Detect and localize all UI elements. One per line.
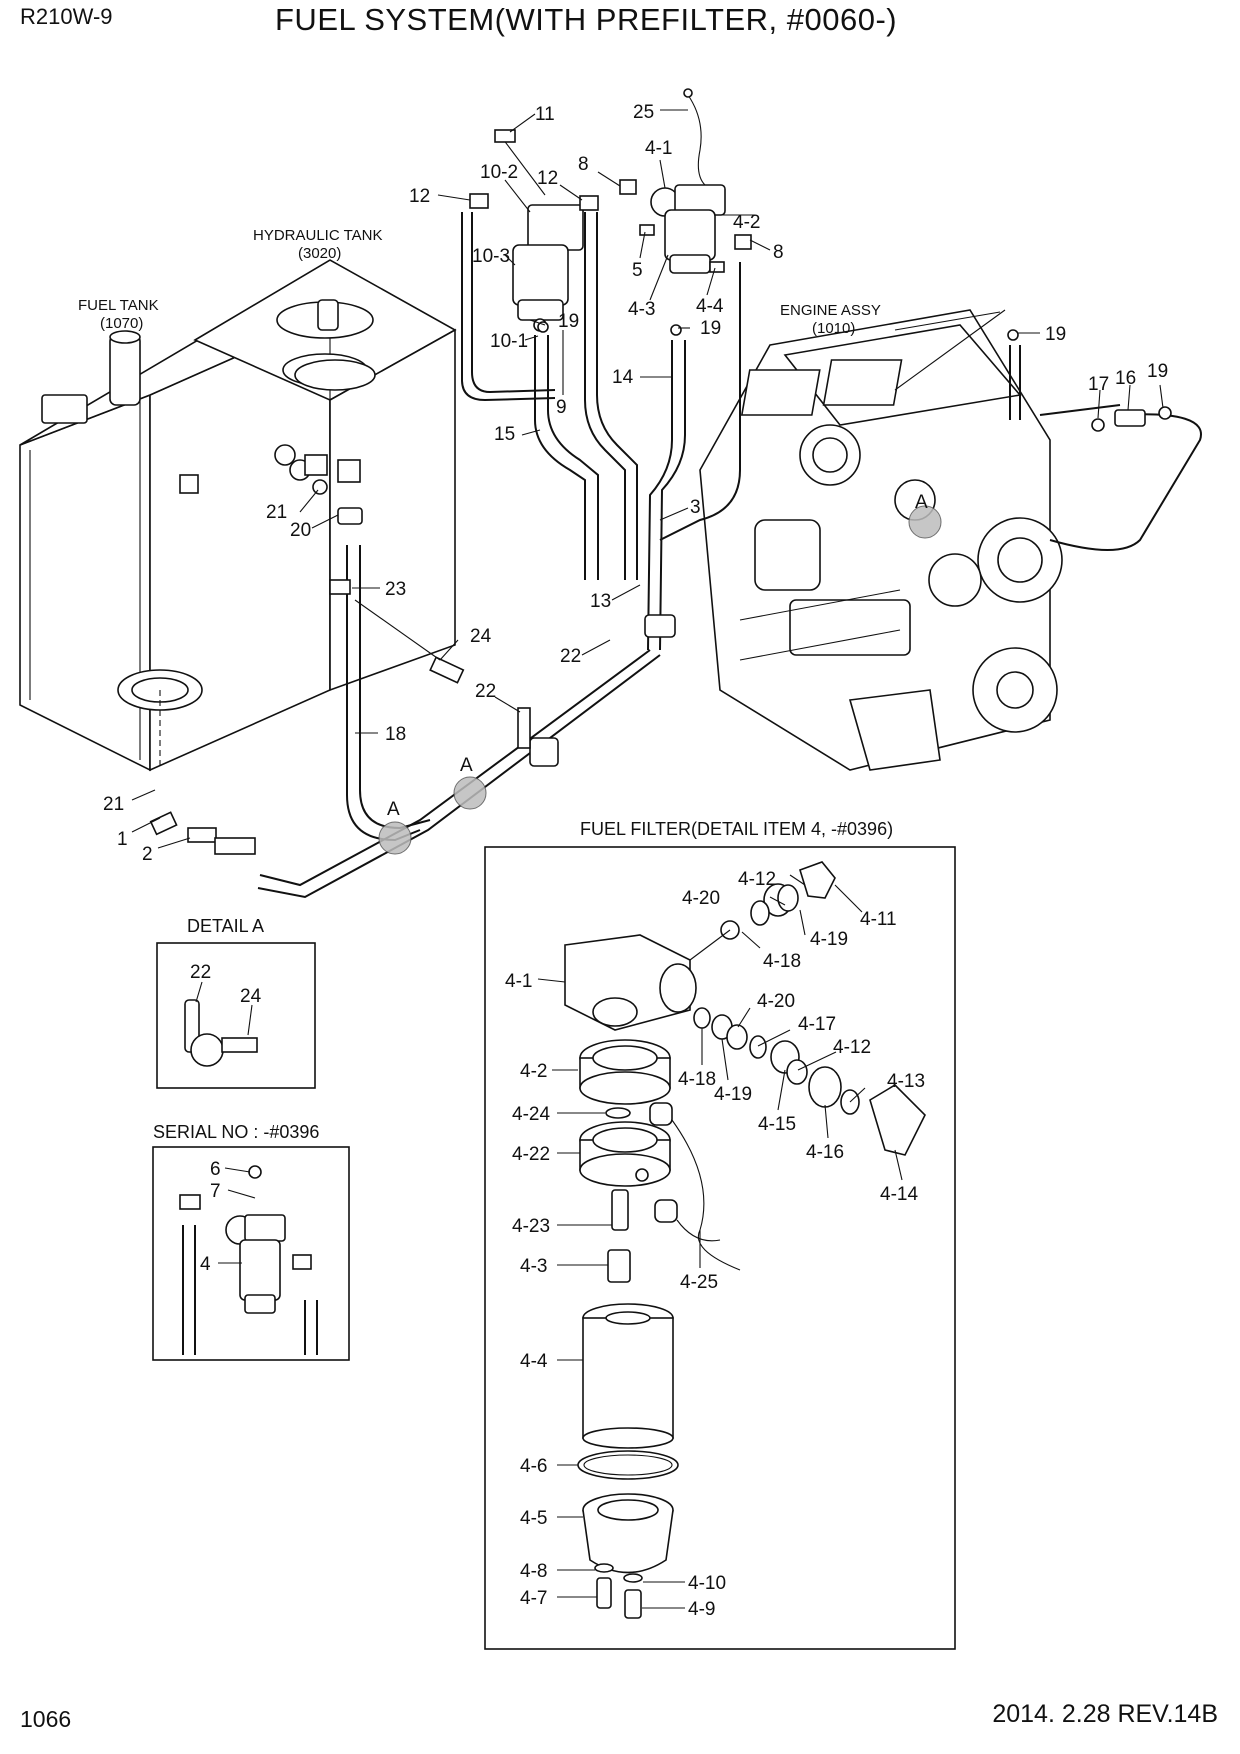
callout: 4: [200, 1254, 211, 1275]
callout: 4-18: [678, 1069, 716, 1090]
callout: 4-4: [696, 296, 724, 317]
callout: 4-4: [520, 1351, 548, 1372]
callout: 4-14: [880, 1184, 918, 1205]
callout: 4-24: [512, 1104, 550, 1125]
callout: 4-2: [520, 1061, 547, 1082]
fuel-tank-number: (1070): [100, 315, 143, 332]
callout: 24: [240, 986, 262, 1007]
callout: 25: [633, 102, 654, 123]
assembly-labels: FUEL TANK (1070) HYDRAULIC TANK (3020) E…: [78, 227, 1006, 391]
callout: 8: [578, 154, 589, 175]
fuel-tank-label: FUEL TANK: [78, 297, 159, 314]
callout: 21: [103, 794, 124, 815]
callout: 4-1: [645, 138, 672, 159]
main-callouts: 11 25 10-2 12 8 4-1 12 4-2 8 10-3 5 4-3 …: [103, 102, 1168, 865]
engine-number: (1010): [812, 320, 855, 337]
callout: 8: [773, 242, 784, 263]
callout: 24: [470, 626, 492, 647]
detail-a-title: DETAIL A: [187, 916, 264, 936]
hydraulic-tank-label: HYDRAULIC TANK: [253, 227, 382, 244]
callout: 4-6: [520, 1456, 547, 1477]
callout: 4-17: [798, 1014, 836, 1035]
callout: 4-1: [505, 971, 532, 992]
callout: 10-3: [472, 246, 510, 267]
callout: A: [460, 755, 473, 776]
callout: 4-19: [810, 929, 848, 950]
callout: 2: [142, 844, 153, 865]
page-number: 1066: [20, 1706, 72, 1732]
callout: 22: [190, 962, 211, 983]
callout: 4-9: [688, 1599, 715, 1620]
tank-drawing: [19, 259, 457, 772]
callout: 19: [1147, 361, 1168, 382]
callout: 6: [210, 1159, 221, 1180]
model-label: R210W-9: [20, 4, 113, 29]
fuel-filter-detail-panel: FUEL FILTER(DETAIL ITEM 4, -#0396): [484, 819, 956, 1650]
callout: 23: [385, 579, 406, 600]
callout: 12: [537, 168, 558, 189]
hydraulic-tank-number: (3020): [298, 245, 341, 262]
main-callout-leaders: [131, 109, 1164, 849]
callout: 4-15: [758, 1114, 796, 1135]
callout: 4-5: [520, 1508, 547, 1529]
callout: 4-19: [714, 1084, 752, 1105]
callout: 15: [494, 424, 515, 445]
callout: 4-7: [520, 1588, 547, 1609]
callout: 11: [535, 104, 555, 125]
callout: 4-12: [738, 869, 776, 890]
callout: 19: [700, 318, 721, 339]
callout: 21: [266, 502, 287, 523]
callout: 9: [556, 397, 567, 418]
callout: 14: [612, 367, 634, 388]
callout: 4-20: [757, 991, 795, 1012]
callout: 13: [590, 591, 611, 612]
callout: 4-25: [680, 1272, 718, 1293]
callout: 4-13: [887, 1071, 925, 1092]
callout: 4-22: [512, 1144, 550, 1165]
callout: 22: [560, 646, 581, 667]
callout: 4-8: [520, 1561, 547, 1582]
callout: A: [915, 492, 928, 513]
serial-no-panel: SERIAL NO : -#0396 6 7 4: [152, 1122, 350, 1361]
callout: 4-11: [860, 909, 897, 930]
callout: 1: [117, 829, 128, 850]
callout: 22: [475, 681, 496, 702]
fuel-filter-title: FUEL FILTER(DETAIL ITEM 4, -#0396): [580, 819, 893, 839]
detail-a-panel: DETAIL A 22 24: [156, 916, 316, 1089]
callout: 4-3: [520, 1256, 547, 1277]
callout: 4-10: [688, 1573, 726, 1594]
callout: 10-1: [490, 331, 528, 352]
revision-date: 2014. 2.28 REV.14B: [992, 1700, 1218, 1728]
callout: 3: [690, 497, 701, 518]
callout: A: [387, 799, 400, 820]
callout: 20: [290, 520, 311, 541]
callout: 5: [632, 260, 643, 281]
callout: 7: [210, 1181, 221, 1202]
callout: 10-2: [480, 162, 518, 183]
page-title: FUEL SYSTEM(WITH PREFILTER, #0060-): [275, 2, 898, 37]
callout: 19: [558, 311, 579, 332]
callout: 4-16: [806, 1142, 844, 1163]
callout: 4-20: [682, 888, 720, 909]
engine-label: ENGINE ASSY: [780, 302, 881, 319]
hose-lines: [149, 212, 1202, 899]
callout: 4-18: [763, 951, 801, 972]
callout: 4-23: [512, 1216, 550, 1237]
callout: 17: [1088, 374, 1109, 395]
callout: 12: [409, 186, 430, 207]
callout: 19: [1045, 324, 1066, 345]
callout: 18: [385, 724, 406, 745]
callout: 4-2: [733, 212, 760, 233]
callout: 16: [1115, 368, 1136, 389]
engine-drawing: [699, 309, 1063, 771]
callout: 4-3: [628, 299, 655, 320]
serial-no-title: SERIAL NO : -#0396: [153, 1122, 319, 1142]
callout: 4-12: [833, 1037, 871, 1058]
